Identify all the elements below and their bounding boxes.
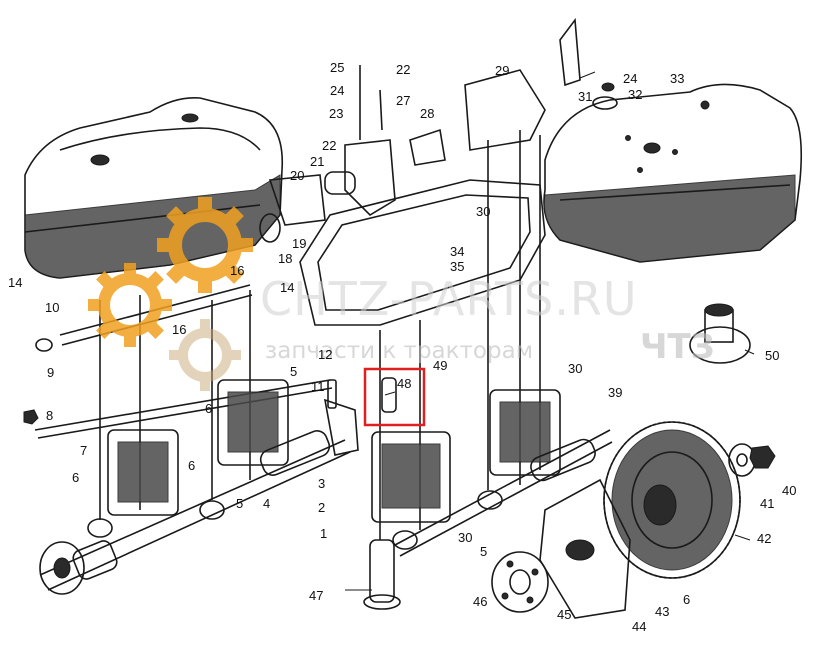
callout-45: 45 <box>557 607 571 622</box>
callout-39: 39 <box>608 385 622 400</box>
leader-lines <box>345 71 755 591</box>
callout-25: 25 <box>330 60 344 75</box>
callout-28: 28 <box>420 106 434 121</box>
callout-9: 9 <box>47 365 54 380</box>
bearings <box>87 490 503 550</box>
callout-40: 40 <box>782 483 796 498</box>
callout-5a: 5 <box>290 364 297 379</box>
callout-30c: 30 <box>458 530 472 545</box>
callout-11: 11 <box>311 379 325 394</box>
watermark-brand: ЧТЗ <box>640 327 715 367</box>
callout-10: 10 <box>45 300 59 315</box>
washers <box>728 443 776 477</box>
callout-42: 42 <box>757 531 771 546</box>
flange <box>491 551 549 613</box>
callout-41: 41 <box>760 496 774 511</box>
left-valve-cover <box>24 96 284 279</box>
callout-33: 33 <box>670 71 684 86</box>
callout-16a: 16 <box>230 263 244 278</box>
callout-22a: 22 <box>322 138 336 153</box>
small-parts <box>23 338 401 610</box>
callout-4: 4 <box>263 496 270 511</box>
callout-16b: 16 <box>172 322 186 337</box>
callout-49: 49 <box>433 358 447 373</box>
callout-6b: 6 <box>188 458 195 473</box>
callout-6a: 6 <box>72 470 79 485</box>
callout-43: 43 <box>655 604 669 619</box>
callout-14b: 14 <box>280 280 294 295</box>
hub <box>689 303 751 364</box>
callout-23: 23 <box>329 106 343 121</box>
camshafts <box>39 429 613 595</box>
callout-34: 34 <box>450 244 464 259</box>
callout-29: 29 <box>495 63 509 78</box>
callout-6c: 6 <box>205 401 212 416</box>
callout-20: 20 <box>290 168 304 183</box>
callout-21: 21 <box>310 154 324 169</box>
cover-gasket <box>299 179 546 326</box>
right-valve-cover <box>543 83 803 263</box>
callout-18: 18 <box>278 251 292 266</box>
callout-12: 12 <box>318 347 332 362</box>
callout-19: 19 <box>292 236 306 251</box>
callout-50: 50 <box>765 348 779 363</box>
callout-44: 44 <box>632 619 646 634</box>
watermark-gear-icon <box>88 197 253 391</box>
callout-3: 3 <box>318 476 325 491</box>
rocker-bracket <box>259 17 618 243</box>
callout-2: 2 <box>318 500 325 515</box>
callout-5b: 5 <box>236 496 243 511</box>
callout-8: 8 <box>46 408 53 423</box>
callout-31: 31 <box>578 89 592 104</box>
callout-14a: 14 <box>8 275 22 290</box>
drive-gear <box>603 421 741 579</box>
callout-24a: 24 <box>330 83 344 98</box>
callout-32: 32 <box>628 87 642 102</box>
highlight-box <box>363 367 426 427</box>
callout-46: 46 <box>473 594 487 609</box>
watermark-site: CHTZ-PARTS.RU <box>260 272 638 326</box>
callout-47: 47 <box>309 588 323 603</box>
callout-24b: 24 <box>623 71 637 86</box>
callout-7: 7 <box>80 443 87 458</box>
callout-30a: 30 <box>476 204 490 219</box>
pump-sections <box>107 379 561 523</box>
callout-labels: 1 2 3 4 5 5 5 6 6 6 7 8 9 10 11 12 14 14… <box>8 60 796 634</box>
callout-6d: 6 <box>683 592 690 607</box>
callout-22b: 22 <box>396 62 410 77</box>
callout-27: 27 <box>396 93 410 108</box>
callout-48: 48 <box>397 376 411 391</box>
watermark-tagline: запчасти к тракторам <box>265 338 533 364</box>
callout-5c: 5 <box>480 544 487 559</box>
callout-1: 1 <box>320 526 327 541</box>
callout-35: 35 <box>450 259 464 274</box>
callout-30b: 30 <box>568 361 582 376</box>
